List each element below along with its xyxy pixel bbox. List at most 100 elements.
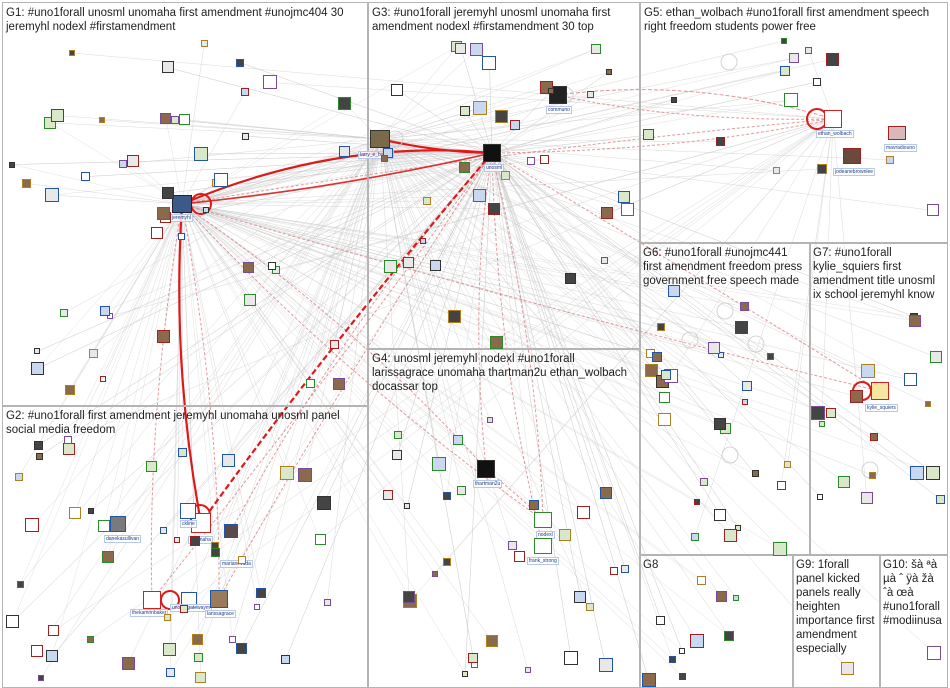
peripheral-node[interactable]	[658, 391, 670, 403]
peripheral-node[interactable]	[870, 433, 879, 442]
peripheral-node[interactable]	[690, 532, 699, 541]
peripheral-node[interactable]	[642, 129, 654, 141]
peripheral-node[interactable]	[432, 457, 447, 472]
peripheral-node[interactable]	[547, 88, 554, 95]
peripheral-node[interactable]	[734, 524, 741, 531]
peripheral-node[interactable]	[194, 652, 204, 662]
peripheral-node[interactable]	[733, 594, 740, 601]
peripheral-node[interactable]	[457, 486, 467, 496]
peripheral-node[interactable]	[38, 674, 45, 681]
peripheral-node[interactable]	[618, 190, 631, 203]
peripheral-node[interactable]	[45, 187, 60, 202]
node-danekasullivan[interactable]	[110, 516, 126, 532]
peripheral-node[interactable]	[34, 348, 41, 355]
peripheral-node[interactable]	[621, 564, 630, 573]
peripheral-node[interactable]	[501, 170, 511, 180]
peripheral-node[interactable]	[482, 56, 497, 70]
peripheral-node[interactable]	[507, 540, 517, 550]
peripheral-node[interactable]	[161, 61, 174, 74]
peripheral-node[interactable]	[35, 452, 43, 460]
peripheral-node[interactable]	[99, 117, 106, 124]
peripheral-node[interactable]	[228, 635, 236, 643]
peripheral-node[interactable]	[514, 551, 526, 563]
peripheral-node[interactable]	[658, 412, 672, 426]
peripheral-node[interactable]	[392, 449, 403, 460]
peripheral-node[interactable]	[174, 536, 181, 543]
peripheral-node[interactable]	[925, 400, 932, 407]
peripheral-node[interactable]	[178, 447, 188, 457]
peripheral-node[interactable]	[773, 541, 788, 556]
peripheral-node[interactable]	[784, 461, 792, 469]
peripheral-node[interactable]	[641, 672, 656, 687]
peripheral-node[interactable]	[393, 431, 402, 440]
peripheral-node[interactable]	[606, 68, 613, 75]
peripheral-node[interactable]	[910, 466, 925, 481]
peripheral-node[interactable]	[489, 335, 503, 349]
node-ckline[interactable]	[180, 503, 196, 519]
peripheral-node[interactable]	[600, 256, 608, 264]
peripheral-node[interactable]	[469, 43, 483, 57]
peripheral-node[interactable]	[69, 506, 82, 519]
node-thekamrinbaker[interactable]	[143, 591, 161, 609]
peripheral-node[interactable]	[849, 390, 863, 404]
peripheral-node[interactable]	[817, 163, 828, 174]
peripheral-node[interactable]	[528, 499, 539, 510]
peripheral-node[interactable]	[121, 656, 135, 670]
node-larry-e-barton[interactable]	[370, 130, 390, 148]
peripheral-node[interactable]	[818, 421, 825, 428]
peripheral-node[interactable]	[781, 37, 788, 44]
peripheral-node[interactable]	[189, 536, 200, 547]
peripheral-node[interactable]	[487, 202, 500, 215]
peripheral-node[interactable]	[453, 435, 464, 446]
peripheral-node[interactable]	[564, 651, 578, 666]
peripheral-node[interactable]	[161, 187, 174, 200]
peripheral-node[interactable]	[391, 83, 404, 96]
peripheral-node[interactable]	[926, 646, 941, 660]
peripheral-node[interactable]	[194, 146, 209, 161]
peripheral-node[interactable]	[160, 527, 168, 535]
peripheral-node[interactable]	[145, 460, 157, 472]
peripheral-node[interactable]	[724, 528, 738, 542]
peripheral-node[interactable]	[909, 314, 922, 327]
peripheral-node[interactable]	[936, 495, 946, 505]
peripheral-node[interactable]	[714, 509, 727, 522]
peripheral-node[interactable]	[6, 615, 20, 628]
peripheral-node[interactable]	[601, 207, 614, 220]
peripheral-node[interactable]	[403, 591, 416, 604]
peripheral-node[interactable]	[200, 40, 208, 48]
peripheral-node[interactable]	[380, 155, 388, 163]
peripheral-node[interactable]	[587, 90, 595, 98]
peripheral-node[interactable]	[267, 261, 276, 270]
peripheral-node[interactable]	[383, 490, 394, 501]
peripheral-node[interactable]	[564, 273, 576, 285]
peripheral-node[interactable]	[473, 189, 487, 203]
peripheral-node[interactable]	[741, 381, 752, 392]
peripheral-node[interactable]	[651, 351, 662, 362]
peripheral-node[interactable]	[178, 114, 190, 126]
peripheral-node[interactable]	[430, 260, 442, 272]
peripheral-node[interactable]	[813, 78, 822, 86]
peripheral-node[interactable]	[459, 105, 470, 116]
peripheral-node[interactable]	[868, 471, 876, 479]
peripheral-node[interactable]	[767, 352, 775, 360]
peripheral-node[interactable]	[660, 370, 671, 381]
peripheral-node[interactable]	[97, 520, 110, 533]
peripheral-node[interactable]	[610, 567, 619, 576]
node-unosml[interactable]	[483, 144, 501, 162]
peripheral-node[interactable]	[714, 418, 727, 431]
peripheral-node[interactable]	[46, 649, 59, 662]
peripheral-node[interactable]	[458, 161, 470, 173]
peripheral-node[interactable]	[447, 310, 461, 324]
peripheral-node[interactable]	[101, 551, 114, 564]
peripheral-node[interactable]	[473, 101, 488, 116]
peripheral-node[interactable]	[621, 202, 635, 216]
peripheral-node[interactable]	[281, 655, 291, 665]
peripheral-node[interactable]	[697, 575, 707, 585]
peripheral-node[interactable]	[119, 159, 128, 168]
peripheral-node[interactable]	[236, 58, 245, 67]
peripheral-node[interactable]	[337, 96, 351, 110]
peripheral-node[interactable]	[305, 379, 315, 389]
peripheral-node[interactable]	[31, 645, 43, 658]
peripheral-node[interactable]	[735, 320, 748, 334]
node-marianevada[interactable]	[224, 524, 238, 538]
